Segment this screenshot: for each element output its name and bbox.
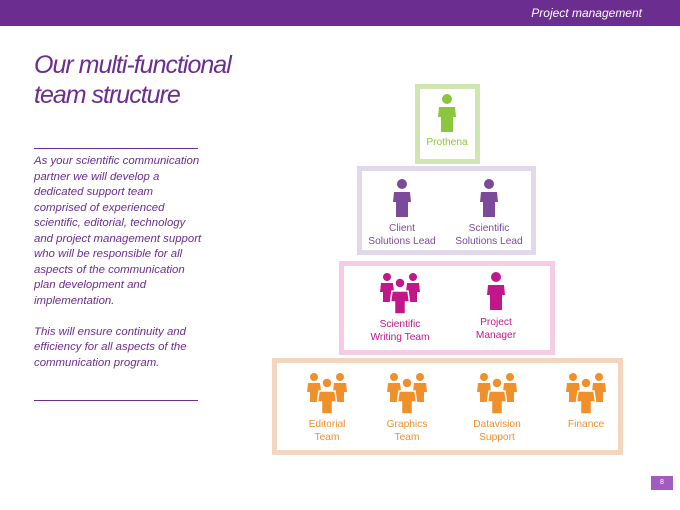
member-label: Finance — [567, 419, 605, 430]
member-project-manager: Project Manager — [456, 270, 536, 342]
member-label: Scientific Solutions Lead — [455, 223, 523, 247]
member-scientific-solutions-lead: Scientific Solutions Lead — [449, 178, 529, 248]
person-icon — [480, 179, 498, 217]
intro-text: As your scientific communication partner… — [34, 154, 202, 371]
group-icon — [307, 373, 347, 414]
member-label: Project Manager — [475, 317, 517, 341]
member-datavision-support: Datavision Support — [461, 372, 533, 444]
section-title: Project management — [531, 6, 642, 20]
member-client-solutions-lead: Client Solutions Lead — [362, 178, 442, 248]
page-title: Our multi-functional team structure — [34, 50, 264, 110]
member-prothena: Prothena — [414, 94, 480, 149]
group-icon — [387, 373, 427, 414]
tier-3-box — [339, 261, 555, 355]
divider-top — [34, 148, 198, 149]
group-icon — [566, 373, 606, 414]
page-number: 8 — [651, 476, 673, 490]
member-label: Editorial Team — [308, 419, 346, 443]
person-icon — [487, 272, 505, 310]
person-icon — [438, 94, 456, 132]
member-label: Graphics Team — [386, 419, 428, 443]
page-title-line-2: team structure — [34, 81, 181, 109]
member-scientific-writing-team: Scientific Writing Team — [360, 272, 440, 344]
tier-2-box — [357, 166, 536, 255]
intro-paragraph-2: This will ensure continuity and efficien… — [34, 325, 187, 369]
person-icon — [393, 179, 411, 217]
member-label: Datavision Support — [473, 419, 521, 443]
member-graphics-team: Graphics Team — [372, 372, 442, 444]
group-icon — [477, 373, 517, 414]
page-title-line-1: Our multi-functional — [34, 51, 232, 79]
member-label: Scientific Writing Team — [370, 319, 430, 343]
tier-4-box — [272, 358, 623, 455]
group-icon — [380, 273, 420, 314]
intro-paragraph-1: As your scientific communication partner… — [34, 155, 202, 307]
header-bar: Project management — [0, 0, 680, 26]
divider-bottom — [34, 400, 198, 401]
member-label: Client Solutions Lead — [368, 223, 436, 247]
member-label: Prothena — [426, 137, 468, 148]
member-editorial-team: Editorial Team — [292, 372, 362, 444]
member-finance: Finance — [551, 372, 621, 431]
tier-1-box — [415, 84, 480, 164]
